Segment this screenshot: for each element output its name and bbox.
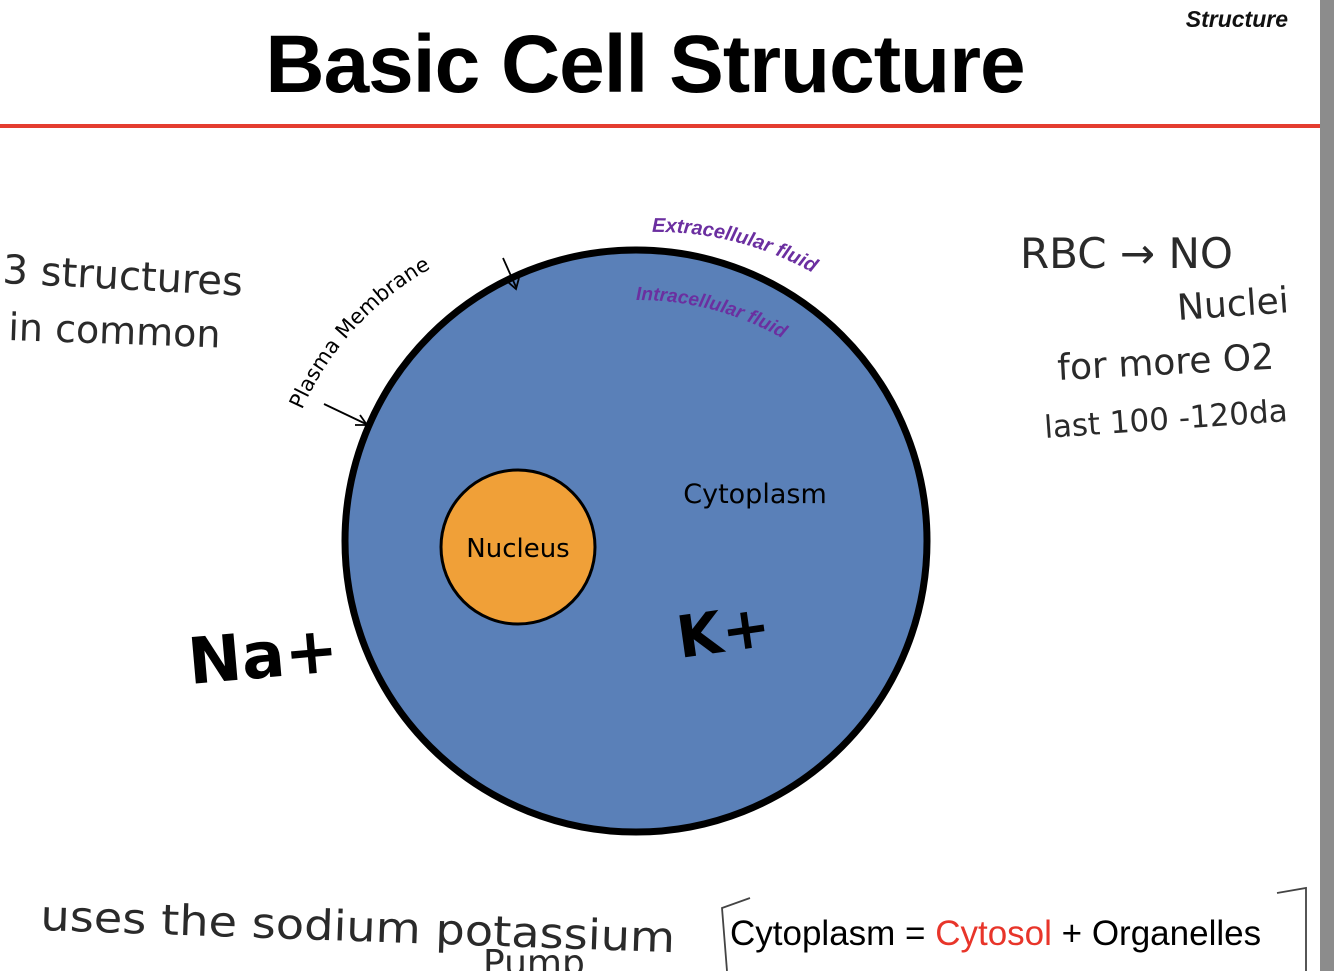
note-structures-line1: 3 structures	[1, 247, 244, 306]
formula-bracket-left	[721, 897, 751, 971]
formula-lhs: Cytoplasm =	[730, 914, 936, 953]
cytoplasm-label: Cytoplasm	[683, 479, 827, 510]
note-rbc-line4: last 100 -120da	[1043, 393, 1289, 446]
formula-bracket-right	[1276, 886, 1307, 971]
formula-cytosol: Cytosol	[935, 914, 1052, 953]
nucleus	[439, 468, 597, 626]
cell-body	[341, 246, 931, 836]
note-sodium: Na+	[185, 613, 341, 700]
note-rbc-line2: Nuclei	[1176, 280, 1290, 329]
membrane-arrow-top	[502, 257, 520, 291]
cytoplasm-formula: Cytoplasm = Cytosol + Organelles	[730, 914, 1261, 954]
note-potassium: K+	[672, 592, 774, 672]
slide-title: Basic Cell Structure	[265, 19, 1025, 110]
membrane-arrow-left	[323, 403, 369, 426]
note-rbc-line1: RBC → NO	[1020, 229, 1233, 278]
note-rbc-line3: for more O2	[1056, 337, 1275, 389]
note-pump-line2: Pump	[483, 943, 585, 971]
nucleus-label: Nucleus	[466, 534, 569, 564]
formula-rhs: + Organelles	[1051, 914, 1262, 953]
title-rule	[0, 124, 1320, 128]
page-edge	[1320, 0, 1334, 971]
corner-label: Structure	[1185, 6, 1288, 32]
note-structures-line2: in common	[8, 305, 222, 356]
